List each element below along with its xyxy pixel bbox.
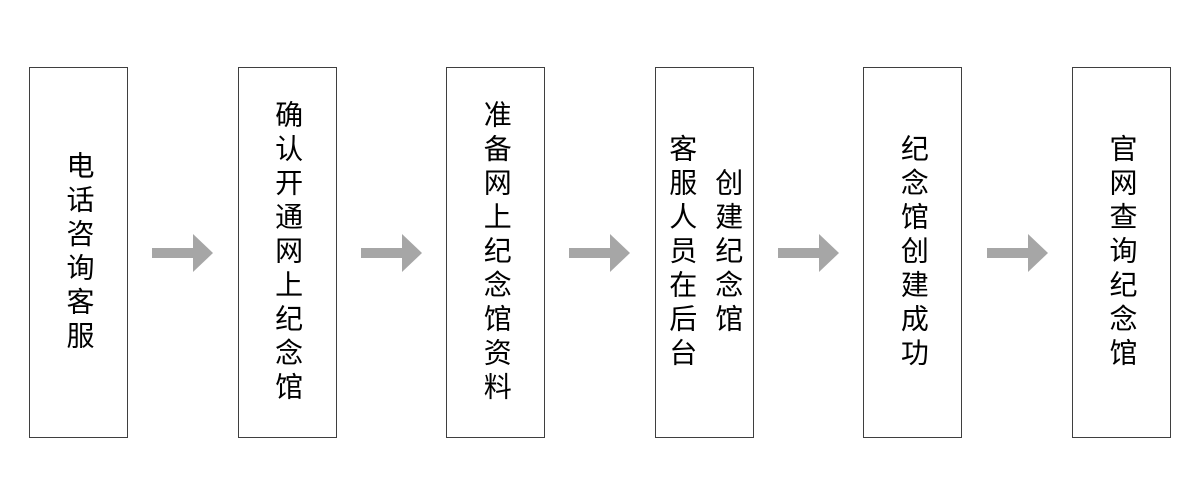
flow-step-3-label: 准备网上纪念馆资料 xyxy=(480,99,512,406)
arrow-shaft xyxy=(986,247,1029,258)
arrow-head xyxy=(1027,233,1048,272)
arrow-right-icon xyxy=(360,233,422,272)
arrow-right-icon xyxy=(569,233,631,272)
arrow-shaft xyxy=(360,247,403,258)
arrow-shaft xyxy=(569,247,612,258)
flowchart: 电话咨询客服 确认开通网上纪念馆 准备网上纪念馆资料 客服人员在后台 创建纪念馆 xyxy=(29,67,1171,438)
flow-step-2-label: 确认开通网上纪念馆 xyxy=(272,99,304,406)
flow-step-3: 准备网上纪念馆资料 xyxy=(446,67,546,438)
arrow-right-icon xyxy=(986,233,1048,272)
arrow-right-icon xyxy=(778,233,840,272)
flow-step-2: 确认开通网上纪念馆 xyxy=(237,67,337,438)
arrow-head xyxy=(401,233,422,272)
flow-step-6-label: 官网查询纪念馆 xyxy=(1106,133,1138,372)
flow-step-5-label: 纪念馆创建成功 xyxy=(897,133,929,372)
flow-step-4-label: 客服人员在后台 创建纪念馆 xyxy=(666,133,744,372)
flow-step-1-label: 电话咨询客服 xyxy=(63,150,95,355)
flow-step-4: 客服人员在后台 创建纪念馆 xyxy=(654,67,754,438)
arrow-shaft xyxy=(152,247,195,258)
arrow-head xyxy=(610,233,631,272)
arrow-head xyxy=(819,233,840,272)
arrow-right-icon xyxy=(152,233,214,272)
arrow-head xyxy=(193,233,214,272)
arrow-shaft xyxy=(778,247,821,258)
flow-step-6: 官网查询纪念馆 xyxy=(1071,67,1171,438)
flow-step-5: 纪念馆创建成功 xyxy=(863,67,963,438)
flow-step-1: 电话咨询客服 xyxy=(29,67,128,438)
